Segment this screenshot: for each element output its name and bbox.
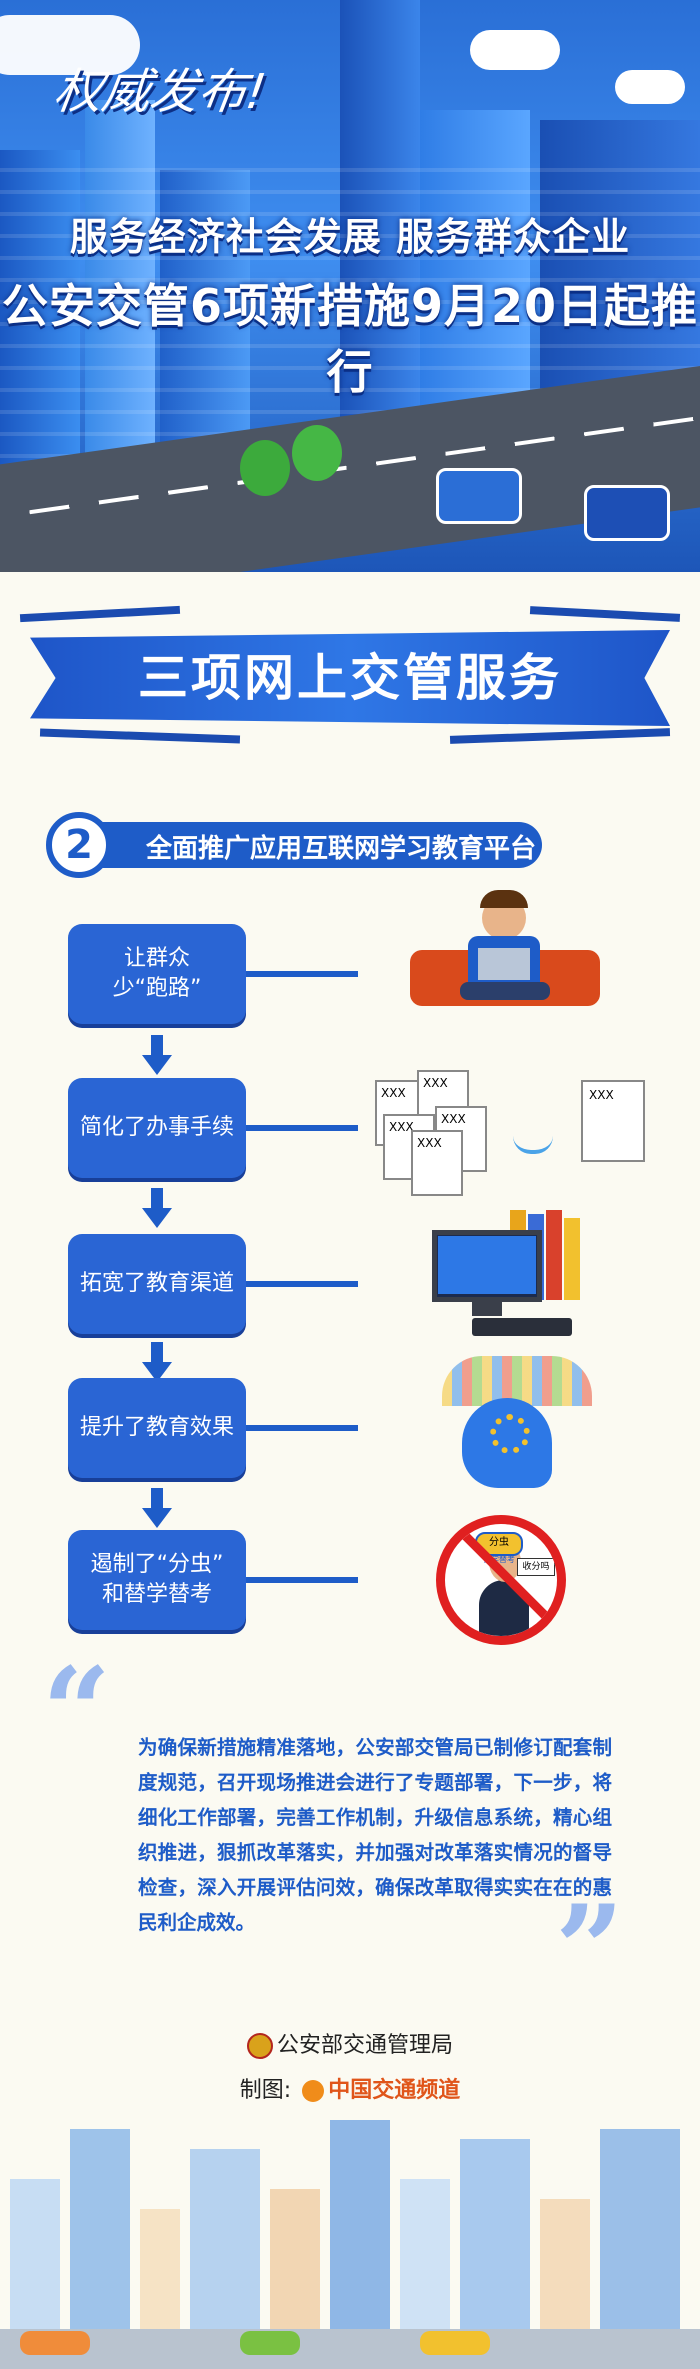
credit-line: 制图: 中国交通频道 [0, 2072, 700, 2104]
car-icon [584, 485, 670, 541]
step-box: 简化了办事手续 [68, 1078, 246, 1178]
building [0, 150, 80, 490]
banner-title: 三项网上交管服务 [138, 649, 562, 707]
agency-line: 公安部交通管理局 [0, 2027, 700, 2059]
connector-line [246, 1577, 358, 1583]
step-box: 遏制了“分虫” 和替学替考 [68, 1530, 246, 1630]
connector-line [246, 1281, 358, 1287]
banner-stripe [529, 606, 681, 622]
tree-icon [240, 440, 290, 496]
banner-stripe [449, 728, 671, 744]
step-label: 简化了办事手续 [79, 1115, 234, 1141]
section-banner: 三项网上交管服务 [19, 605, 681, 744]
connector-line [246, 971, 358, 977]
hero-headline: 公安交管6项新措施9月20日起推行 [1, 279, 699, 399]
arrow-down-icon [142, 1188, 172, 1234]
computer-books-icon [432, 1210, 592, 1340]
cloud-icon [470, 30, 560, 70]
arrow-right-icon [513, 1136, 553, 1154]
car-icon [240, 2331, 300, 2355]
credit-org: 中国交通频道 [328, 2078, 461, 2103]
quote-text: 为确保新措施精准落地，公安部交管局已制修订配套制度规范，召开现场推进会进行了专题… [138, 1736, 612, 1934]
connector-line [246, 1125, 358, 1131]
cloud-icon [615, 70, 685, 104]
credit-label: 制图: [239, 2078, 292, 2103]
banner-stripe [39, 728, 241, 744]
step-label: 拓宽了教育渠道 [79, 1271, 234, 1297]
city-skyline [0, 2120, 700, 2369]
section-header: 2 全面推广应用互联网学习教育平台 [46, 812, 546, 882]
cloud-icon [0, 15, 140, 75]
agency-name: 公安部交通管理局 [276, 2033, 453, 2058]
quote-close-icon: ” [555, 1879, 625, 2020]
banner-stripe [19, 605, 181, 623]
car-icon [20, 2331, 90, 2355]
prohibited-icon: 分虫 替学替考 收分吗 [436, 1515, 566, 1645]
car-icon [436, 468, 522, 524]
channel-logo-icon [302, 2080, 325, 2102]
step-box: 拓宽了教育渠道 [68, 1234, 246, 1334]
building [85, 100, 155, 480]
step-label: 提升了教育效果 [79, 1415, 234, 1441]
banner-ribbon [30, 630, 670, 726]
arrow-down-icon [142, 1342, 172, 1388]
brain-gears-icon [432, 1350, 602, 1490]
step-label: 和替学替考 [101, 1582, 212, 1607]
step-label: 遏制了“分虫” [90, 1552, 224, 1578]
quote-open-icon: “ [42, 1641, 112, 1782]
arrow-down-icon [142, 1035, 172, 1081]
car-icon [420, 2331, 490, 2355]
police-emblem-icon [246, 2033, 273, 2059]
step-box: 让群众 少“跑路” [68, 924, 246, 1024]
person-laptop-sofa-icon [410, 890, 600, 1020]
step-label: 让群众 [123, 946, 190, 972]
road [0, 2329, 700, 2369]
section-title: 全面推广应用互联网学习教育平台 [146, 834, 537, 864]
hero-banner: 权威发布! 服务经济社会发展 服务群众企业 公安交管6项新措施9月20日起推行 [0, 0, 700, 572]
building [340, 0, 420, 470]
tree-icon [292, 425, 342, 481]
connector-line [246, 1425, 358, 1431]
section-number: 2 [46, 812, 112, 878]
documents-icon: XXX XXX XXX XXX XXX XXX [375, 1070, 645, 1200]
section-header-bar [92, 822, 542, 868]
step-label: 少“跑路” [112, 976, 202, 1001]
hero-badge: 权威发布! [50, 64, 270, 120]
step-box: 提升了教育效果 [68, 1378, 246, 1478]
hero-subtitle: 服务经济社会发展 服务群众企业 [69, 215, 631, 259]
arrow-down-icon [142, 1488, 172, 1534]
